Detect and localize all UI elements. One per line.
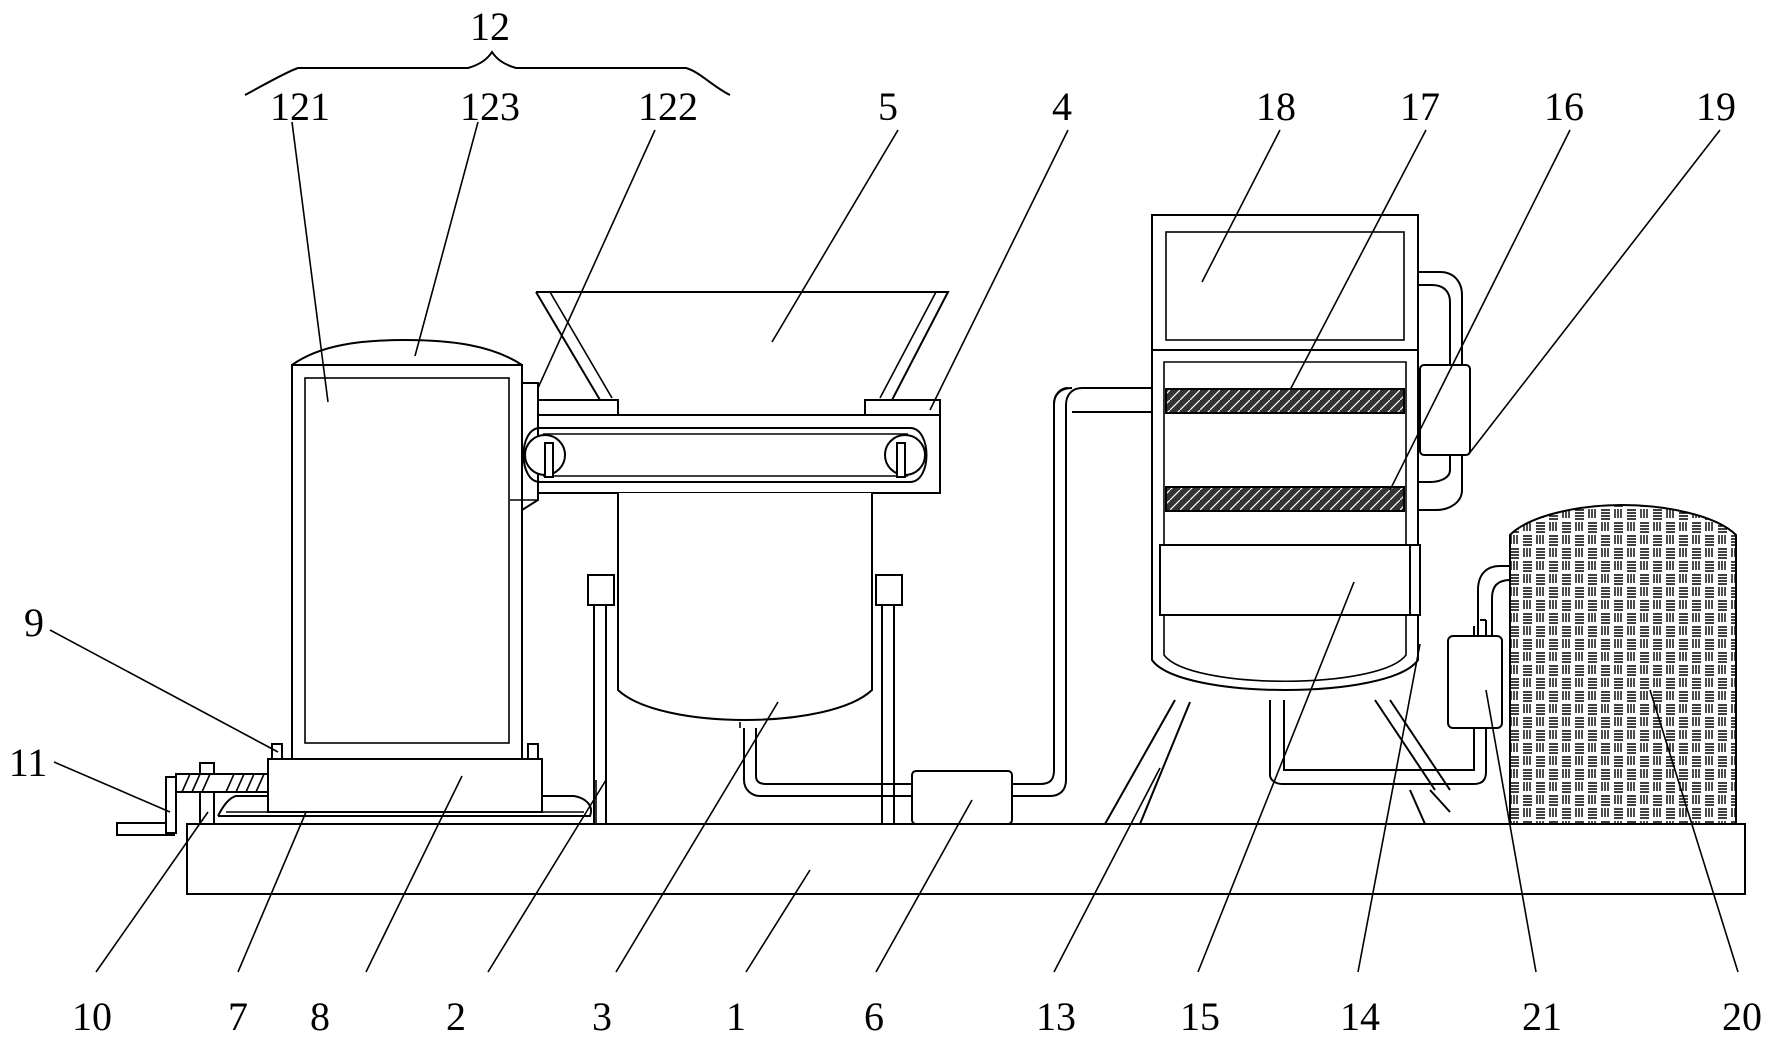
label-1: 1 <box>726 994 746 1039</box>
lead-screw <box>175 773 273 793</box>
filter-layer-16 <box>1165 486 1405 512</box>
woven-bag <box>1509 503 1737 825</box>
label-13: 13 <box>1036 994 1076 1039</box>
label-7: 7 <box>228 994 248 1039</box>
label-123: 123 <box>460 84 520 129</box>
support-bracket <box>199 762 215 825</box>
label-18: 18 <box>1256 84 1296 129</box>
side-pump <box>1418 271 1471 511</box>
group-brace <box>244 50 731 96</box>
base-plate <box>186 823 1746 895</box>
label-3: 3 <box>592 994 612 1039</box>
heating-band <box>1159 544 1421 616</box>
leader-lines <box>49 121 1739 973</box>
label-8: 8 <box>310 994 330 1039</box>
pump <box>911 770 1013 825</box>
label-122: 122 <box>638 84 698 129</box>
pipes <box>743 387 1152 797</box>
label-2: 2 <box>446 994 466 1039</box>
conveyor-frame <box>522 399 941 494</box>
sliding-seat <box>267 743 543 813</box>
label-5: 5 <box>878 84 898 129</box>
label-16: 16 <box>1544 84 1584 129</box>
collecting-bin <box>291 338 539 760</box>
tank-legs <box>1104 699 1451 825</box>
label-21: 21 <box>1522 994 1562 1039</box>
label-15: 15 <box>1180 994 1220 1039</box>
label-19: 19 <box>1696 84 1736 129</box>
label-11: 11 <box>9 740 48 785</box>
label-4: 4 <box>1052 84 1072 129</box>
feed-hopper <box>535 291 950 401</box>
label-14: 14 <box>1340 994 1380 1039</box>
label-20: 20 <box>1722 994 1762 1039</box>
stirring-tank <box>617 493 873 728</box>
label-6: 6 <box>864 994 884 1039</box>
crank-handle <box>116 776 177 836</box>
treatment-tank <box>1151 214 1419 691</box>
filter-layer-17 <box>1165 388 1405 414</box>
tank-supports <box>587 574 903 824</box>
label-12: 12 <box>470 4 510 49</box>
label-17: 17 <box>1400 84 1440 129</box>
label-9: 9 <box>24 600 44 645</box>
filter-canister <box>1447 565 1511 729</box>
label-121: 121 <box>270 84 330 129</box>
label-10: 10 <box>72 994 112 1039</box>
